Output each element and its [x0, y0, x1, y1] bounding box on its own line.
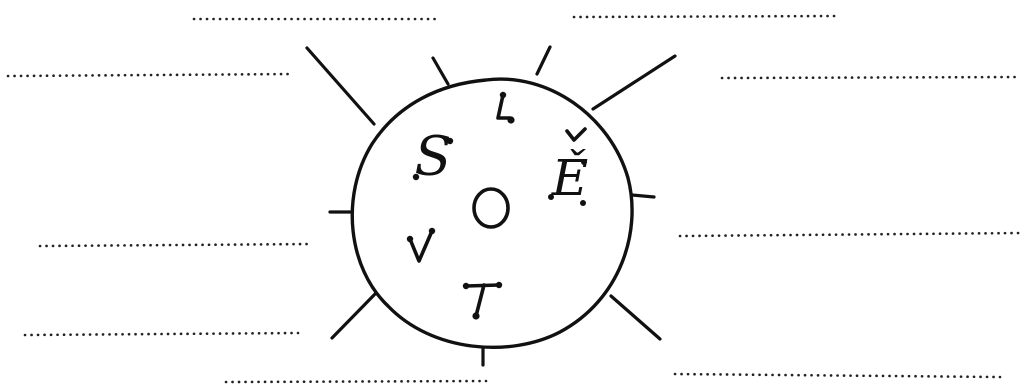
letter-t-dot [463, 283, 469, 289]
letter-t-dot [496, 282, 502, 288]
answer-blank[interactable] [40, 244, 312, 246]
letter-v-dot [429, 228, 435, 234]
sun-ray [537, 47, 550, 74]
answer-blank[interactable] [25, 333, 298, 335]
answer-blanks [8, 16, 1020, 382]
letter-l [498, 92, 515, 124]
sun-ray [593, 56, 675, 109]
sun-circle [352, 79, 632, 347]
letter-t-stroke [466, 285, 499, 316]
circle-letters: S Ě [407, 92, 588, 320]
answer-blank[interactable] [722, 77, 1018, 78]
answer-blank[interactable] [226, 381, 486, 382]
answer-blank[interactable] [574, 16, 836, 17]
sun-ray [332, 293, 376, 338]
letter-s: S [413, 125, 453, 188]
letter-e-dot [581, 159, 587, 165]
sun-ray [632, 195, 654, 197]
sun-ray [433, 58, 448, 84]
letter-l-dot [500, 92, 506, 98]
letter-e-caron-glyph: Ě [551, 148, 589, 207]
letter-e-dot [548, 194, 554, 200]
letter-s-dot [413, 174, 419, 180]
answer-blank[interactable] [675, 374, 1000, 377]
letter-e-caron-accent [567, 129, 585, 140]
letter-e-caron: Ě [548, 129, 588, 207]
letter-s-glyph: S [415, 125, 452, 188]
letter-o [474, 189, 508, 227]
answer-blank[interactable] [680, 233, 1020, 236]
letter-e-dot [580, 200, 586, 206]
letter-v-dot [407, 236, 413, 242]
letter-v [407, 228, 435, 261]
letter-s-dot [447, 138, 453, 144]
letter-l-stroke [498, 95, 510, 118]
sun-rays [307, 47, 675, 365]
letter-o-ring [474, 189, 508, 227]
answer-blank[interactable] [8, 74, 292, 76]
sun-ray [611, 296, 660, 339]
letter-l-dot [507, 116, 514, 123]
letter-t [463, 282, 502, 320]
sun-ray [307, 48, 374, 124]
letter-v-stroke [410, 231, 432, 261]
letter-t-dot [472, 312, 479, 319]
